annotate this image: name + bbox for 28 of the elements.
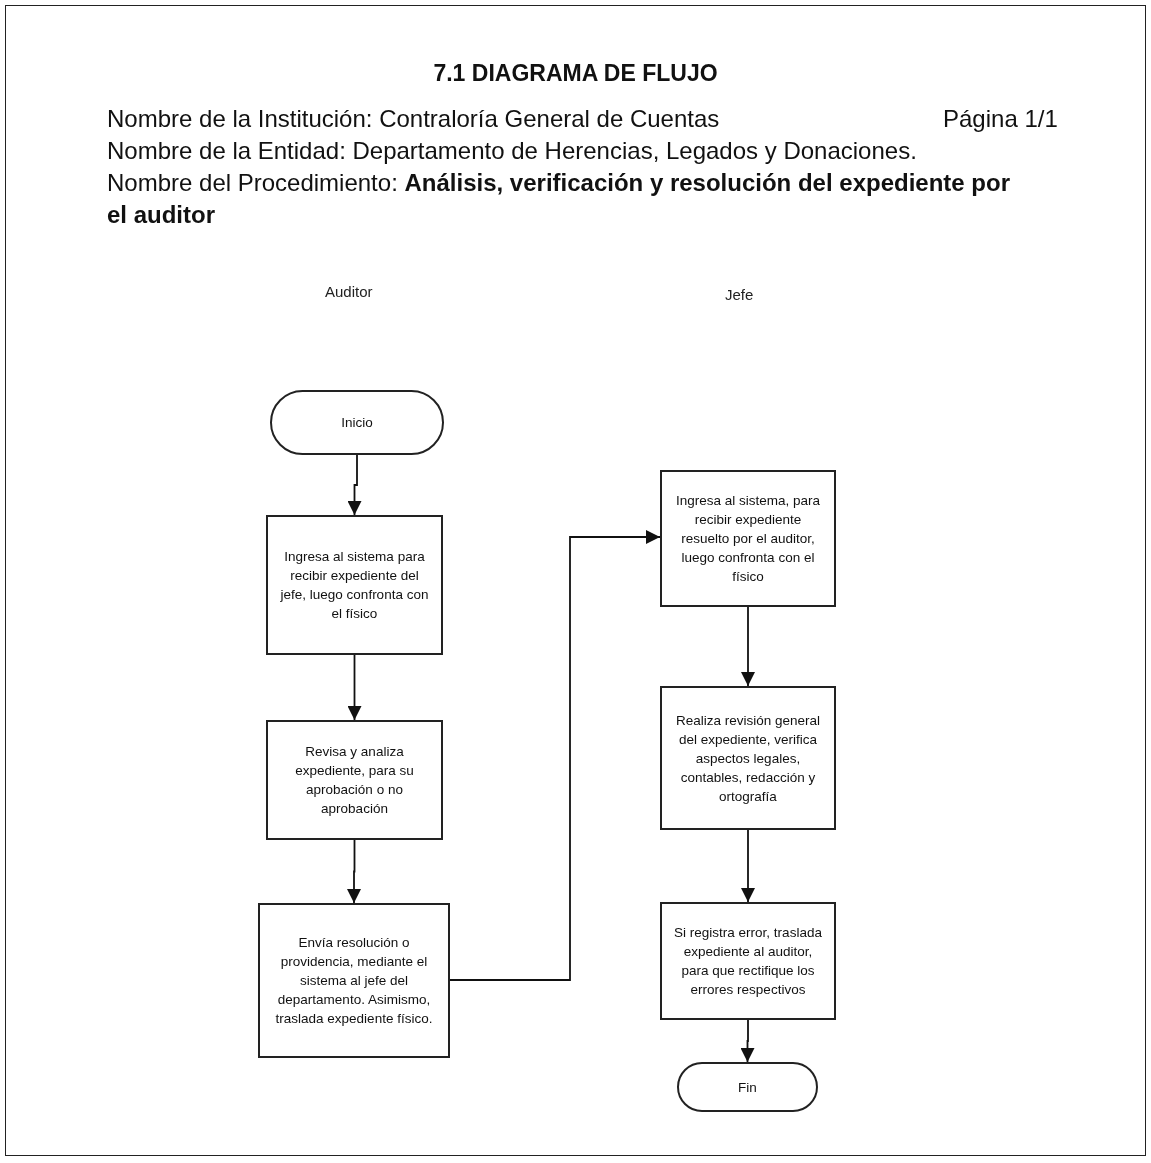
process-box [660, 686, 836, 830]
arrow [347, 839, 361, 904]
node-text: Revisa y analiza expediente, para su aprobación o no aprobación [294, 743, 415, 818]
arrow [741, 829, 755, 903]
arrow [347, 454, 362, 516]
process-box [660, 902, 836, 1020]
node-text: Envía resolución o providencia, mediante el sistema al jefe del departamento. Asimismo, traslada expediente físico. [274, 934, 434, 1028]
node-text: Si registra error, traslada expediente al auditor, para que rectifique los errores respectivos [673, 924, 823, 999]
process-box [660, 470, 836, 607]
node-text: Realiza revisión general del expediente, verifica aspectos legales, contables, redacción y ortografía [674, 711, 822, 806]
lane-label: Jefe [725, 286, 754, 303]
node-text: Ingresa al sistema, para recibir expediente resuelto por el auditor, luego confronta con el físico [674, 492, 822, 586]
header-text: Página 1/1 [943, 104, 1058, 134]
arrow [449, 530, 661, 981]
process-box [258, 903, 450, 1058]
arrow [347, 654, 362, 721]
lane-label: Auditor [325, 283, 373, 300]
header-text: Nombre de la Institución: Contraloría General de Cuentas [107, 104, 720, 134]
header-text: Nombre del Procedimiento: Análisis, verificación y resolución del expediente por el auditor [107, 168, 1011, 230]
process-box [266, 720, 443, 840]
node-text: Ingresa al sistema para recibir expediente del jefe, luego confronta con el físico [279, 548, 430, 623]
node-text: Fin [738, 1078, 757, 1097]
process-box [266, 515, 443, 655]
node-text: Inicio [341, 414, 373, 432]
title: 7.1 DIAGRAMA DE FLUJO [432, 60, 719, 87]
header-text: Nombre de la Entidad: Departamento de Herencias, Legados y Donaciones. [107, 136, 917, 166]
arrow [741, 606, 755, 687]
arrow [740, 1019, 755, 1063]
